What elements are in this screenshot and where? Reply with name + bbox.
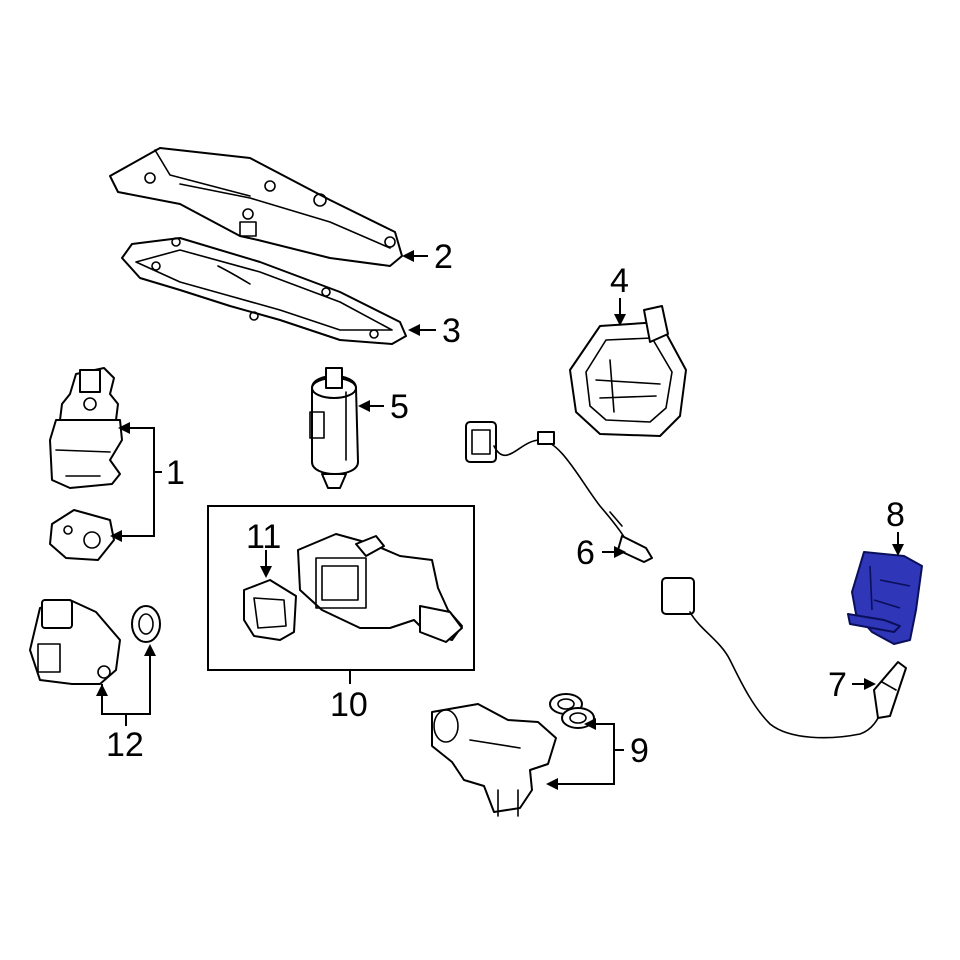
callout-2: 2: [434, 238, 453, 276]
callout-12: 12: [106, 726, 144, 764]
part-gasket[interactable]: [121, 237, 407, 345]
callout-7: 7: [828, 666, 847, 704]
part-oxygen-sensor-downstream[interactable]: [661, 577, 907, 739]
part-position-sensor[interactable]: [29, 599, 121, 685]
callout-6: 6: [576, 534, 595, 572]
part-o-ring[interactable]: [131, 605, 161, 643]
part-solenoid-highlighted[interactable]: [847, 551, 923, 645]
group-box-10: [207, 505, 475, 671]
callout-11: 11: [246, 518, 281, 556]
callout-5: 5: [390, 388, 409, 426]
part-idle-air-control-valve[interactable]: [297, 533, 463, 643]
callout-4: 4: [610, 262, 629, 300]
callout-10: 10: [330, 686, 368, 724]
callout-3: 3: [442, 312, 461, 350]
part-egr-valve[interactable]: [49, 367, 123, 489]
callout-8: 8: [886, 496, 905, 534]
part-iac-gasket[interactable]: [243, 579, 297, 641]
part-oxygen-sensor-upstream[interactable]: [465, 421, 653, 563]
part-valve-cover[interactable]: [109, 147, 403, 267]
part-egr-gasket[interactable]: [49, 509, 115, 561]
callout-9: 9: [630, 732, 649, 770]
leader-lines: [96, 250, 904, 790]
part-purge-valve[interactable]: [431, 703, 557, 817]
part-mount[interactable]: [569, 305, 687, 437]
callout-1: 1: [166, 454, 185, 492]
part-fuel-pump[interactable]: [309, 367, 359, 489]
